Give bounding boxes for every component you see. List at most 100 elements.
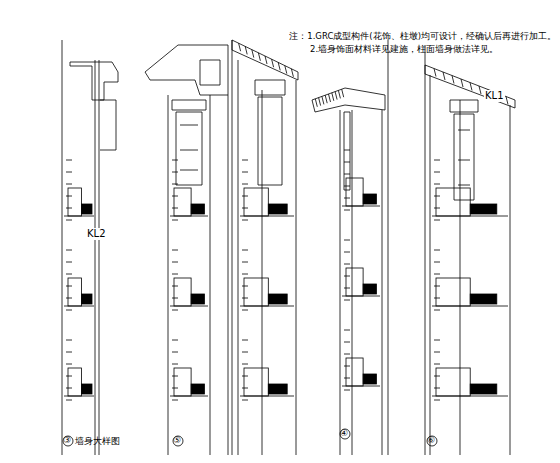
tile-stroke (258, 53, 260, 61)
tile-stroke (506, 97, 508, 105)
dimension-tick (172, 196, 178, 197)
dimension-tick (344, 354, 350, 355)
dimension-tick (344, 378, 350, 379)
section-c (232, 40, 298, 455)
dimension-tick (172, 208, 178, 209)
floor-slab (470, 384, 497, 394)
window-detail (244, 188, 268, 216)
dimension-tick (242, 352, 248, 353)
dimension-tick (434, 184, 440, 185)
tile-stroke (239, 43, 241, 51)
dimension-tick (242, 286, 248, 287)
dimension-tick (344, 342, 350, 343)
slab-line (170, 216, 208, 217)
dimension-tick (434, 262, 440, 263)
dimension-tick (434, 196, 440, 197)
tile-stroke (315, 99, 317, 107)
window-detail (174, 368, 191, 396)
dimension-tick (172, 364, 178, 365)
dimension-tick (242, 310, 248, 311)
dimension-tick (434, 364, 440, 365)
dimension-tick (434, 172, 440, 173)
dimension-tick (344, 300, 350, 301)
dimension-tick (242, 160, 248, 161)
dimension-tick (66, 220, 72, 221)
window-detail (346, 268, 363, 296)
floor-slab (191, 384, 204, 394)
tile-stroke (342, 89, 344, 97)
dimension-tick (172, 340, 178, 341)
dimension-tick (344, 150, 350, 151)
tile-stroke (443, 72, 445, 80)
dimension-tick (242, 184, 248, 185)
dimension-tick (66, 298, 72, 299)
window-detail (244, 368, 268, 396)
tile-stroke (479, 86, 481, 94)
dimension-tick (344, 162, 350, 163)
tile-stroke (272, 59, 274, 67)
detail-circles (63, 429, 437, 446)
callout-label: KL2 (86, 228, 107, 240)
dimension-tick (344, 288, 350, 289)
floor-slab (363, 374, 376, 384)
slab-line (432, 396, 508, 397)
dimension-tick (344, 186, 350, 187)
dimension-tick (66, 364, 72, 365)
dimension-tick (172, 310, 178, 311)
dimension-tick (172, 400, 178, 401)
window-detail (346, 358, 363, 386)
window-detail (174, 188, 191, 216)
dimension-tick (172, 262, 178, 263)
tile-stroke (335, 92, 337, 100)
dimension-tick (66, 172, 72, 173)
dimension-tick (66, 184, 72, 185)
dimension-tick (434, 376, 440, 377)
dimension-tick (242, 340, 248, 341)
tile-stroke (319, 98, 321, 106)
dimension-tick (344, 276, 350, 277)
dimension-tick (434, 274, 440, 275)
floor-slab (268, 384, 287, 394)
dimension-tick (434, 208, 440, 209)
tile-stroke (322, 96, 324, 104)
roof-hatching (239, 43, 508, 107)
slab-line (342, 386, 380, 387)
tile-stroke (461, 79, 463, 87)
window-detail (346, 178, 363, 206)
floor-slab (470, 204, 497, 214)
callout-label: ⑤ (173, 435, 181, 445)
dimension-tick (434, 310, 440, 311)
floor-slab (470, 294, 497, 304)
dimension-tick (66, 262, 72, 263)
tile-stroke (245, 46, 247, 54)
dimension-tick (172, 376, 178, 377)
dimension-tick (434, 340, 440, 341)
dimension-tick (242, 196, 248, 197)
dimension-tick (172, 286, 178, 287)
window-detail (174, 278, 191, 306)
dimension-tick (66, 286, 72, 287)
dimension-tick (172, 352, 178, 353)
window-detail (436, 188, 470, 216)
slab-line (64, 216, 94, 217)
dimension-tick (66, 160, 72, 161)
tile-stroke (329, 94, 331, 102)
dimension-tick (344, 210, 350, 211)
dimension-tick (344, 198, 350, 199)
dimension-tick (66, 208, 72, 209)
tile-stroke (291, 69, 293, 77)
dimension-tick (434, 388, 440, 389)
floor-slab (191, 294, 204, 304)
slab-line (240, 306, 294, 307)
tile-stroke (285, 66, 287, 74)
dimension-tick (344, 330, 350, 331)
dimension-tick (242, 364, 248, 365)
dimension-tick (242, 376, 248, 377)
dimension-tick (172, 184, 178, 185)
tile-stroke (338, 90, 340, 98)
dimension-tick (242, 250, 248, 251)
floor-slab (268, 204, 287, 214)
section-e (425, 45, 515, 455)
dimension-tick (242, 172, 248, 173)
dimension-tick (66, 400, 72, 401)
